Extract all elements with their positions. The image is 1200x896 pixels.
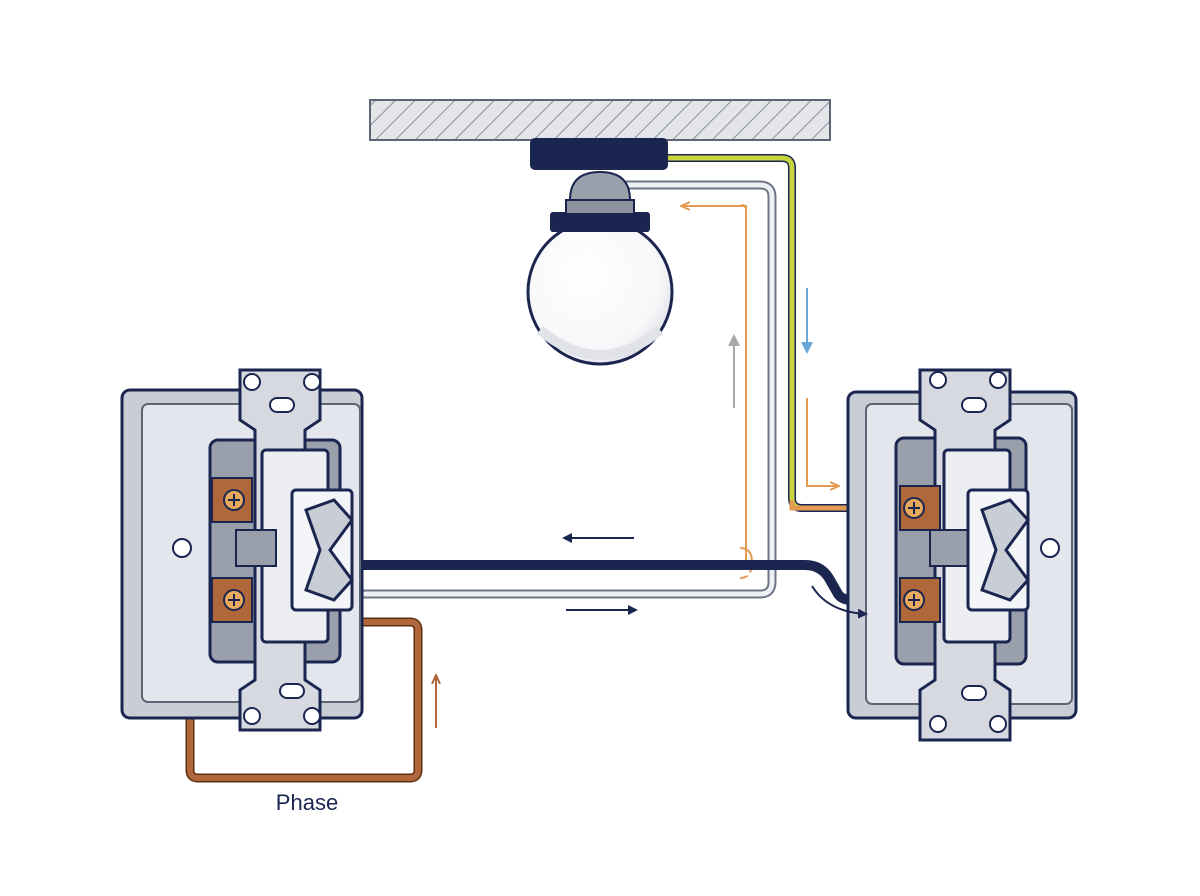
lamp-holder xyxy=(568,170,632,201)
light-fixture xyxy=(526,138,674,366)
flow-arrows xyxy=(436,206,868,728)
arrow-navy-curve xyxy=(811,585,868,619)
ceiling-rose xyxy=(530,138,668,170)
ceiling xyxy=(369,99,831,141)
arrow-orange-top xyxy=(682,206,747,340)
right-switch xyxy=(846,368,1078,742)
phase-label: Phase xyxy=(275,790,339,815)
right-toggle xyxy=(980,498,1030,602)
left-switch xyxy=(120,368,364,732)
arrow-orange-right xyxy=(806,398,838,486)
left-toggle xyxy=(304,498,354,602)
